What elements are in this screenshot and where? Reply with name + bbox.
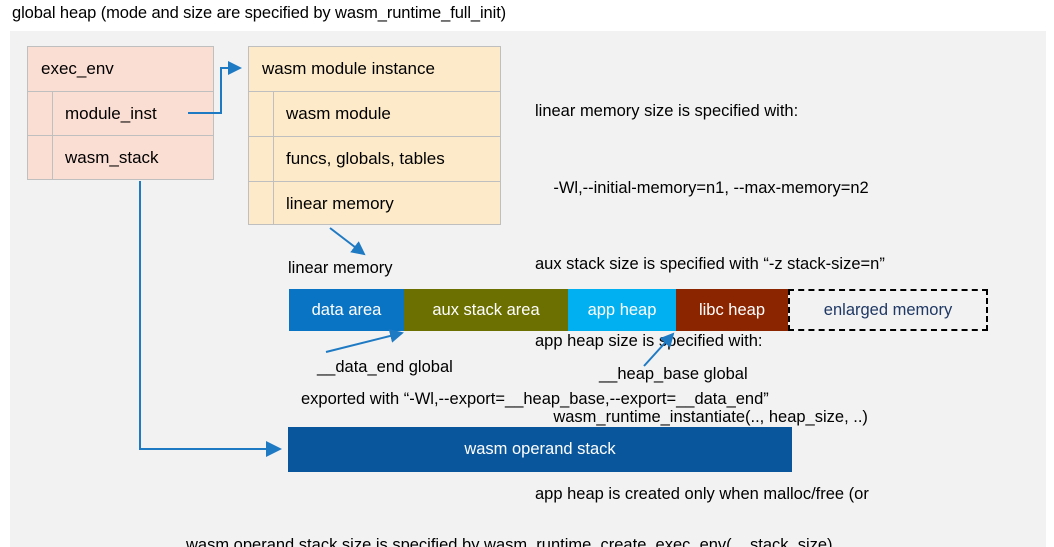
module-instance-header: wasm module instance [249,47,500,91]
indent-column [28,92,53,135]
exec-env-field-wasm-stack: wasm_stack [28,135,213,179]
module-instance-header-label: wasm module instance [262,59,435,78]
indent-column [249,92,274,136]
wasm-module-instance-box: wasm module instance wasm module funcs, … [248,46,501,225]
exec-env-field-module-inst-label: module_inst [65,103,157,123]
memory-config-notes: linear memory size is specified with: -W… [535,48,885,547]
exec-env-field-wasm-stack-label: wasm_stack [65,147,159,167]
exec-env-field-module-inst: module_inst [28,91,213,135]
note-line: linear memory size is specified with: [535,102,799,120]
annotation-data-end: __data_end global [317,358,453,376]
exec-env-box: exec_env module_inst wasm_stack [27,46,214,180]
linear-memory-caption: linear memory [288,259,393,277]
memory-segment-label: libc heap [698,300,766,319]
memory-segment-label: aux stack area [432,300,540,319]
memory-segment-app-heap: app heap [568,289,676,331]
module-instance-field-linear-memory-label: linear memory [286,193,394,213]
note-line: aux stack size is specified with “-z sta… [535,255,885,273]
memory-segment-aux-stack-area: aux stack area [404,289,568,331]
module-instance-field-wasm-module-label: wasm module [286,104,391,123]
module-instance-field-linear-memory: linear memory [249,181,500,225]
memory-segment-libc-heap: libc heap [676,289,788,331]
indent-column [249,182,274,225]
annotation-heap-base: __heap_base global [599,365,748,383]
indent-column [249,137,274,181]
annotation-exported-with: exported with “-Wl,--export=__heap_base,… [301,390,769,408]
module-instance-field-funcs-globals-tables-label: funcs, globals, tables [286,149,445,168]
memory-segment-label: app heap [587,300,657,319]
memory-segment-data-area: data area [289,289,404,331]
note-line: -Wl,--initial-memory=n1, --max-memory=n2 [535,178,869,197]
page-title: global heap (mode and size are specified… [12,4,507,22]
memory-segment-label: enlarged memory [823,300,953,319]
module-instance-field-funcs-globals-tables: funcs, globals, tables [249,136,500,181]
note-line: wasm operand stack size is specified by … [186,536,833,547]
wasm-operand-stack-label: wasm operand stack [464,440,616,458]
linear-memory-bar: data area aux stack area app heap libc h… [289,289,988,331]
memory-segment-enlarged-memory: enlarged memory [788,289,988,331]
module-instance-field-wasm-module: wasm module [249,91,500,136]
operand-stack-notes: wasm operand stack size is specified by … [186,480,833,547]
exec-env-header: exec_env [28,47,213,91]
exec-env-header-label: exec_env [41,59,114,78]
wasm-operand-stack-bar: wasm operand stack [288,427,792,472]
note-line: app heap is created only when malloc/fre… [535,484,869,503]
memory-segment-label: data area [311,300,382,319]
indent-column [28,136,53,179]
note-line: app heap size is specified with: [535,331,763,350]
note-line: wasm_runtime_instantiate(.., heap_size, … [535,408,868,426]
